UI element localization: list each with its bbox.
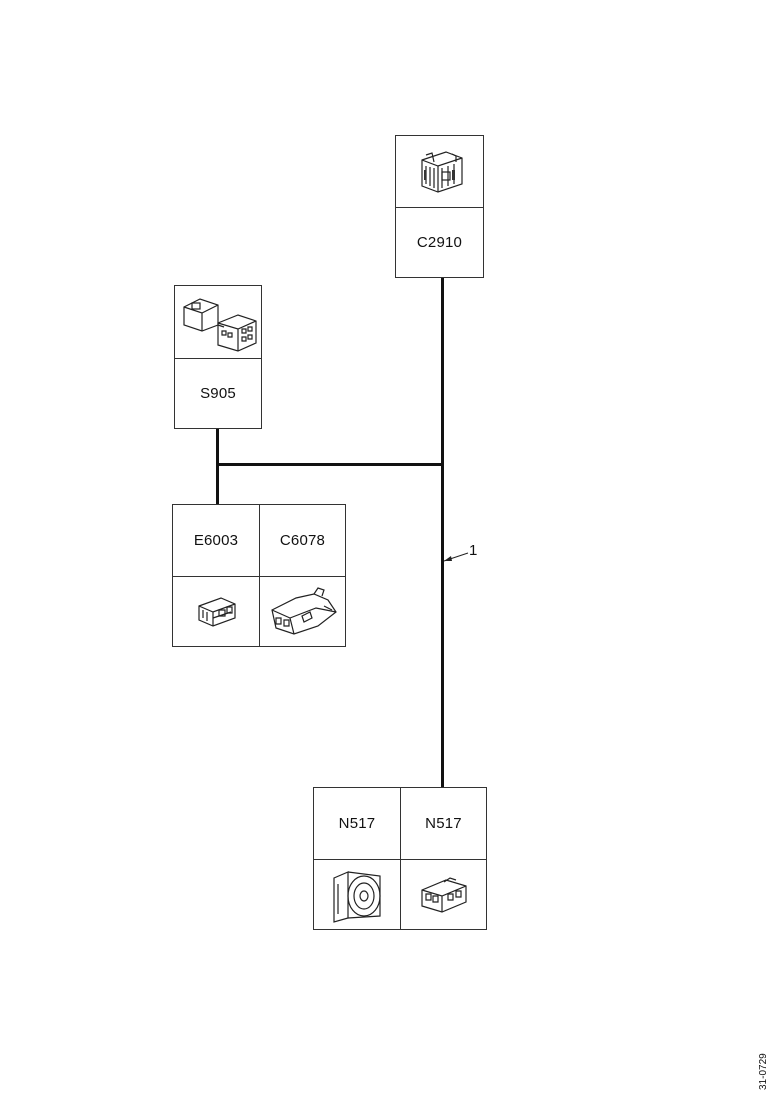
connector-label: N517 — [425, 815, 462, 832]
e6003-image — [173, 577, 259, 646]
callout-number: 1 — [469, 542, 478, 559]
wire-s905-drop — [216, 428, 219, 504]
connector-label: C2910 — [416, 234, 463, 251]
plug-connector-icon — [416, 874, 472, 916]
c6078-label-cell: C6078 — [260, 505, 345, 576]
document-id: 31-0729 — [758, 1053, 769, 1090]
c2910-image — [396, 136, 483, 207]
c6078-image — [260, 577, 345, 646]
connector-pair-e6003-c6078: E6003 C6078 — [172, 504, 346, 647]
angled-connector-icon — [266, 586, 340, 638]
dual-connector-icon — [178, 289, 258, 355]
n517-left-image — [314, 860, 400, 929]
connector-c2910: C2910 — [395, 135, 484, 278]
connector-pair-n517: N517 N517 — [313, 787, 487, 930]
connector-s905: S905 — [174, 285, 262, 429]
connector-label: S905 — [200, 385, 236, 402]
callout-leader-arrow — [443, 552, 469, 562]
connector-label: C6078 — [279, 532, 326, 549]
s905-label-cell: S905 — [175, 359, 261, 428]
s905-image — [175, 286, 261, 358]
connector-block-icon — [412, 146, 468, 198]
wire-horizontal-branch — [217, 463, 443, 466]
n517-left-label-cell: N517 — [314, 788, 400, 859]
n517-right-image — [401, 860, 486, 929]
c2910-label-cell: C2910 — [396, 208, 483, 277]
small-connector-icon — [191, 592, 241, 632]
wire-main-vertical — [441, 277, 444, 788]
connector-label: E6003 — [193, 532, 239, 549]
e6003-label-cell: E6003 — [173, 505, 259, 576]
connector-label: N517 — [338, 815, 376, 832]
speaker-icon — [326, 866, 388, 924]
n517-right-label-cell: N517 — [401, 788, 486, 859]
